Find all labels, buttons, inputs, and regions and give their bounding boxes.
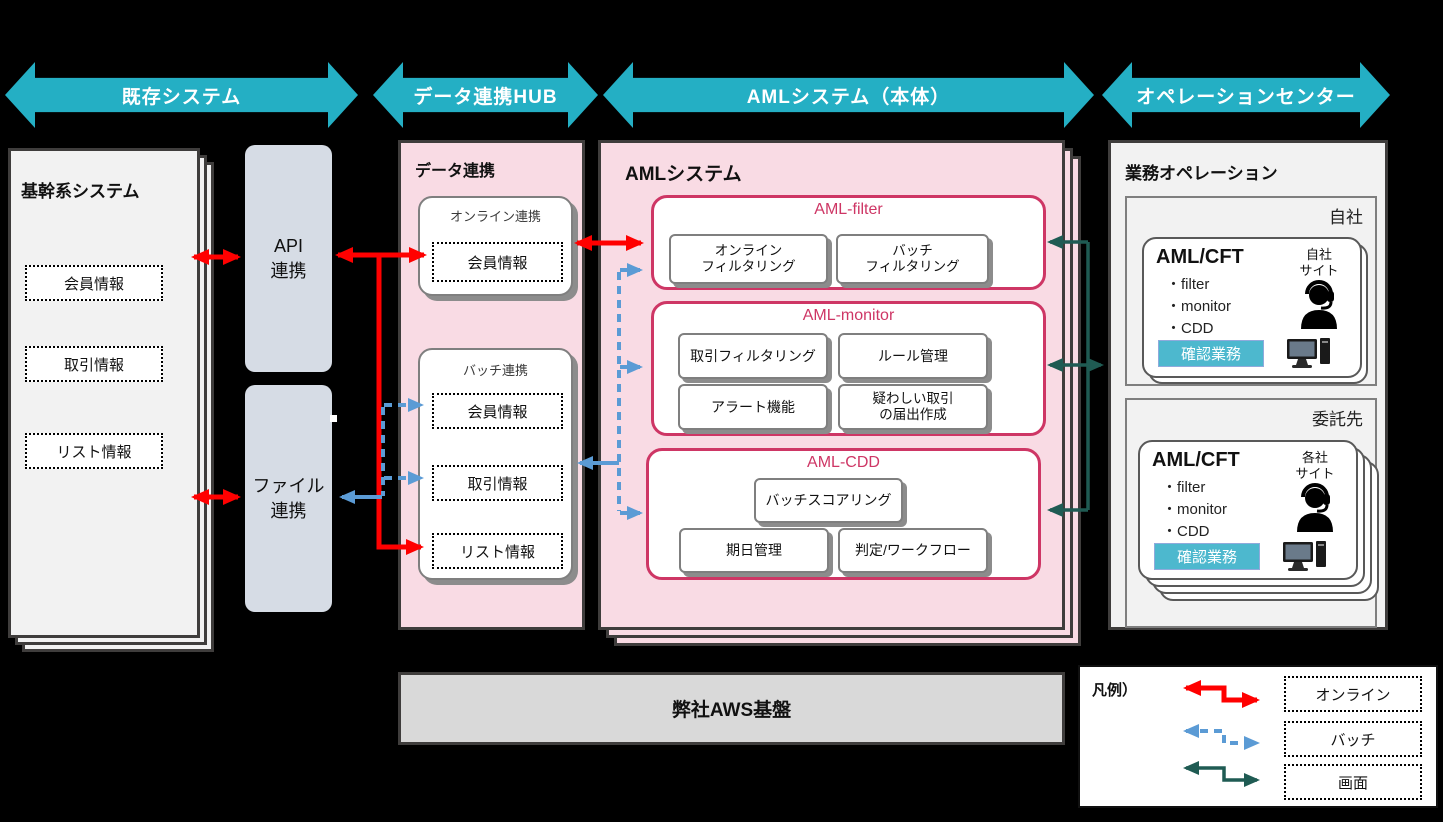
batch-link-box: バッチ連携 会員情報 取引情報 リスト情報	[418, 348, 573, 580]
core-transaction-info: 取引情報	[25, 346, 163, 382]
partner-bullet-cdd: ・CDD	[1162, 523, 1210, 540]
batch-link-label: バッチ連携	[462, 363, 528, 378]
aws-foundation-bar: 弊社AWS基盤	[398, 672, 1065, 745]
online-link-box: オンライン連携 会員情報	[418, 196, 573, 296]
own-confirm-badge: 確認業務	[1158, 340, 1264, 367]
partner-subpanel: 委託先 AML/CFT ・filter ・monitor ・CDD 各社 サイト	[1125, 398, 1379, 628]
legend-title: 凡例）	[1092, 682, 1138, 699]
batch-scoring-box: バッチスコアリング	[754, 478, 903, 523]
banner-existing-system-label: 既存システム	[121, 86, 242, 108]
suspicious-report-box: 疑わしい取引 の届出作成	[838, 384, 988, 430]
alert-function-box: アラート機能	[678, 384, 828, 430]
hub-batch-member-info: 会員情報	[432, 393, 563, 429]
online-filtering-box: オンライン フィルタリング	[669, 234, 828, 284]
online-link-label: オンライン連携	[449, 209, 541, 224]
aml-title: AMLシステム	[625, 164, 742, 185]
own-site-label: 自社 サイト	[1299, 247, 1339, 279]
own-company-tag: 自社	[1329, 208, 1363, 227]
batch-filtering-box: バッチ フィルタリング	[836, 234, 989, 284]
legend-batch-label: バッチ	[1284, 721, 1422, 757]
banner-data-hub: データ連携HUB	[373, 62, 598, 128]
own-bullet-filter: ・filter	[1166, 276, 1210, 293]
own-bullet-monitor: ・monitor	[1166, 298, 1232, 315]
banner-existing-system: 既存システム	[5, 62, 358, 128]
partner-card-title: AML/CFT	[1152, 449, 1240, 471]
banner-operation-center: オペレーションセンター	[1102, 62, 1390, 128]
partner-bullet-filter: ・filter	[1162, 479, 1206, 496]
partner-site-label: 各社 サイト	[1295, 450, 1335, 482]
own-company-subpanel: 自社 AML/CFT ・filter ・monitor ・CDD 自社 サイト	[1125, 196, 1377, 386]
hub-online-member-info: 会員情報	[432, 242, 563, 282]
legend-screen-label: 画面	[1284, 764, 1422, 800]
banner-operation-center-label: オペレーションセンター	[1136, 86, 1356, 108]
operation-title: 業務オペレーション	[1125, 164, 1278, 183]
operation-panel: 業務オペレーション 自社 AML/CFT ・filter ・monitor ・C…	[1108, 140, 1388, 630]
own-bullet-cdd: ・CDD	[1166, 320, 1214, 337]
aml-filter-group: AML-filter オンライン フィルタリング バッチ フィルタリング	[651, 195, 1046, 290]
aml-cdd-group: AML-CDD バッチスコアリング 期日管理 判定/ワークフロー	[646, 448, 1041, 580]
transaction-filtering-box: 取引フィルタリング	[678, 333, 828, 379]
deadline-management-box: 期日管理	[679, 528, 829, 573]
partner-bullet-monitor: ・monitor	[1162, 501, 1228, 518]
core-system-panel: 基幹系システム 会員情報 取引情報 リスト情報	[8, 148, 200, 638]
file-connector-box: ファイル 連携	[245, 385, 332, 612]
banner-aml-system: AMLシステム（本体）	[603, 62, 1094, 128]
own-company-card: AML/CFT ・filter ・monitor ・CDD 自社 サイト 確認業…	[1142, 237, 1362, 378]
core-system-title: 基幹系システム	[21, 182, 140, 201]
legend-online-label: オンライン	[1284, 676, 1422, 712]
banner-data-hub-label: データ連携HUB	[413, 86, 558, 108]
desktop-computer-icon	[1286, 338, 1334, 377]
judgement-workflow-box: 判定/ワークフロー	[838, 528, 988, 573]
aml-cdd-title: AML-CDD	[807, 454, 880, 471]
rule-management-box: ルール管理	[838, 333, 988, 379]
aml-monitor-title: AML-monitor	[802, 307, 895, 324]
aml-monitor-group: AML-monitor 取引フィルタリング ルール管理 アラート機能 疑わしい取…	[651, 301, 1046, 436]
banner-aml-system-label: AMLシステム（本体）	[746, 86, 951, 108]
aml-panel: AMLシステム AML-filter オンライン フィルタリング バッチ フィル…	[598, 140, 1065, 630]
data-hub-title: データ連携	[415, 163, 496, 180]
data-hub-panel: データ連携 オンライン連携 会員情報 バッチ連携 会員情報 取引情報 リスト情報	[398, 140, 585, 630]
core-list-info: リスト情報	[25, 433, 163, 469]
hub-batch-transaction-info: 取引情報	[432, 465, 563, 501]
partner-confirm-badge: 確認業務	[1154, 543, 1260, 570]
desktop-computer-icon	[1282, 541, 1330, 580]
hub-batch-list-info: リスト情報	[432, 533, 563, 569]
stray-dot	[330, 415, 337, 422]
partner-card: AML/CFT ・filter ・monitor ・CDD 各社 サイト 確認業…	[1138, 440, 1358, 580]
operator-headset-icon	[1290, 482, 1340, 537]
legend-box: 凡例） オンライン バッチ 画面	[1078, 665, 1438, 808]
own-card-title: AML/CFT	[1156, 246, 1244, 268]
partner-tag: 委託先	[1312, 410, 1363, 429]
aml-filter-title: AML-filter	[814, 201, 883, 218]
api-connector-box: API 連携	[245, 145, 332, 372]
operator-headset-icon	[1294, 279, 1344, 334]
core-member-info: 会員情報	[25, 265, 163, 301]
